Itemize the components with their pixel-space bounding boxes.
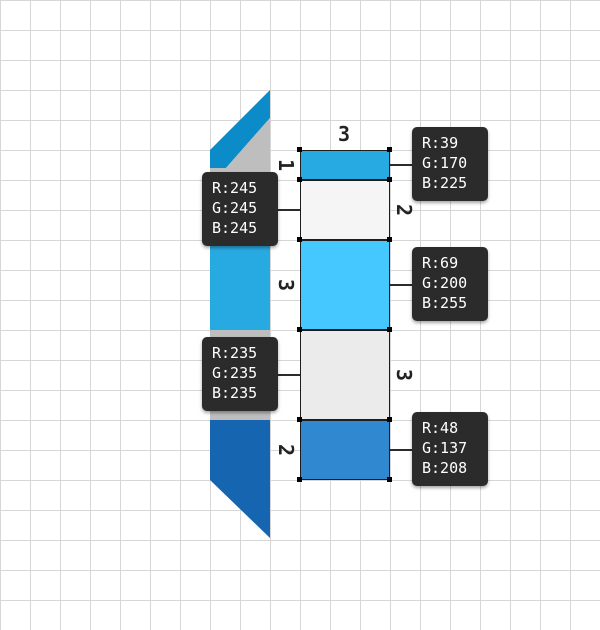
stripe-segment-3: [300, 240, 390, 330]
dimension-label-seg5: 2: [274, 443, 299, 457]
callout-green: G:170: [422, 154, 468, 172]
dimension-label-seg1: 1: [274, 158, 299, 172]
stripe-segment-4: [300, 330, 390, 420]
dimension-label-seg4: 3: [392, 368, 417, 382]
ribbon-mid-segment: [210, 240, 270, 330]
callout-blue: B:245: [212, 219, 258, 237]
callout-blue: B:255: [422, 294, 468, 312]
anchor-handle[interactable]: [387, 177, 392, 182]
anchor-handle[interactable]: [387, 237, 392, 242]
stripe-segment-1: [300, 150, 390, 180]
callout-red: R:39: [422, 134, 459, 152]
rgb-callout: R:245 G:245 B:245: [202, 172, 278, 246]
stripe-segment-5: [300, 420, 390, 480]
callout-green: G:137: [422, 439, 468, 457]
anchor-handle[interactable]: [297, 417, 302, 422]
anchor-handle[interactable]: [387, 147, 392, 152]
anchor-handle[interactable]: [297, 327, 302, 332]
anchor-handle[interactable]: [297, 147, 302, 152]
callout-red: R:48: [422, 419, 459, 437]
callout-blue: B:225: [422, 174, 468, 192]
anchor-handle[interactable]: [387, 477, 392, 482]
callout-green: G:200: [422, 274, 468, 292]
ribbon-top-segment: [210, 90, 270, 168]
rgb-callout: R:39 G:170 B:225: [412, 127, 488, 201]
callout-green: G:245: [212, 199, 258, 217]
callout-blue: B:208: [422, 459, 468, 477]
dimension-label-seg2: 2: [392, 203, 417, 217]
anchor-handle[interactable]: [297, 177, 302, 182]
callout-green: G:235: [212, 364, 258, 382]
callout-blue: B:235: [212, 384, 258, 402]
callout-red: R:245: [212, 179, 258, 197]
anchor-handle[interactable]: [387, 327, 392, 332]
dimension-label-width: 3: [338, 122, 351, 146]
anchor-handle[interactable]: [297, 477, 302, 482]
stripe-segment-2: [300, 180, 390, 240]
rgb-callout: R:48 G:137 B:208: [412, 412, 488, 486]
callout-red: R:235: [212, 344, 258, 362]
dimension-label-seg3: 3: [274, 278, 299, 292]
ribbon-bottom-segment: [210, 420, 270, 538]
anchor-handle[interactable]: [297, 237, 302, 242]
callout-red: R:69: [422, 254, 459, 272]
rgb-callout: R:69 G:200 B:255: [412, 247, 488, 321]
rgb-callout: R:235 G:235 B:235: [202, 337, 278, 411]
anchor-handle[interactable]: [387, 417, 392, 422]
